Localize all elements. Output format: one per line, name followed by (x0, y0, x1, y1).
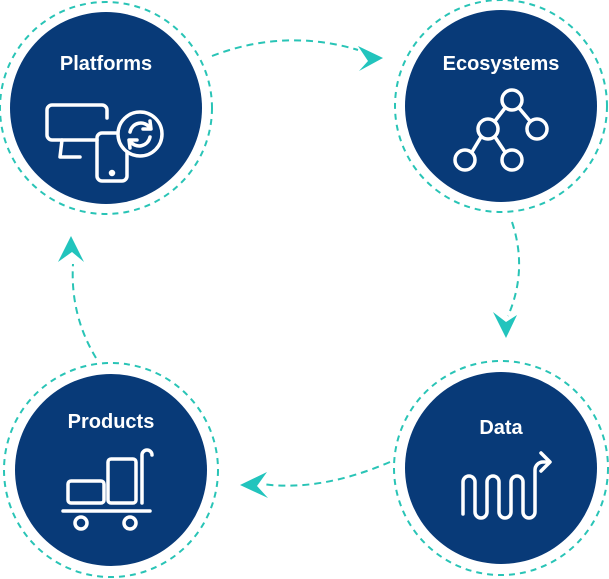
node-platforms-label: Platforms (60, 53, 152, 75)
node-platforms-ring (0, 1, 213, 215)
arrowhead-to-products (240, 472, 268, 498)
connector-ecosystems-data (507, 221, 521, 317)
node-data-disc (405, 372, 597, 564)
node-products: Products (3, 362, 219, 578)
connectors (71, 39, 521, 487)
cart-icon (61, 448, 154, 531)
node-products-label: Products (68, 411, 155, 433)
node-ecosystems-label: Ecosystems (443, 53, 560, 75)
arrowhead-to-data (493, 312, 517, 338)
arrowhead-to-platforms (58, 236, 84, 262)
node-data-label: Data (479, 417, 523, 439)
connector-data-products (261, 461, 391, 487)
winding-path-arrow-icon (461, 451, 552, 520)
devices-sync-icon (45, 103, 164, 183)
node-ecosystems-ring (394, 0, 608, 213)
node-platforms: Platforms (0, 1, 213, 215)
node-products-disc (15, 374, 207, 566)
arrowhead-to-ecosystems (358, 46, 383, 71)
node-ecosystems-disc (405, 10, 597, 202)
connector-platforms-ecosystems (211, 39, 359, 57)
node-data: Data (393, 360, 609, 576)
network-tree-icon (453, 88, 549, 172)
arrowheads (58, 46, 517, 498)
connector-products-platforms (71, 263, 97, 359)
node-data-ring (393, 360, 609, 576)
node-ecosystems: Ecosystems (394, 0, 608, 213)
node-products-ring (3, 362, 219, 578)
